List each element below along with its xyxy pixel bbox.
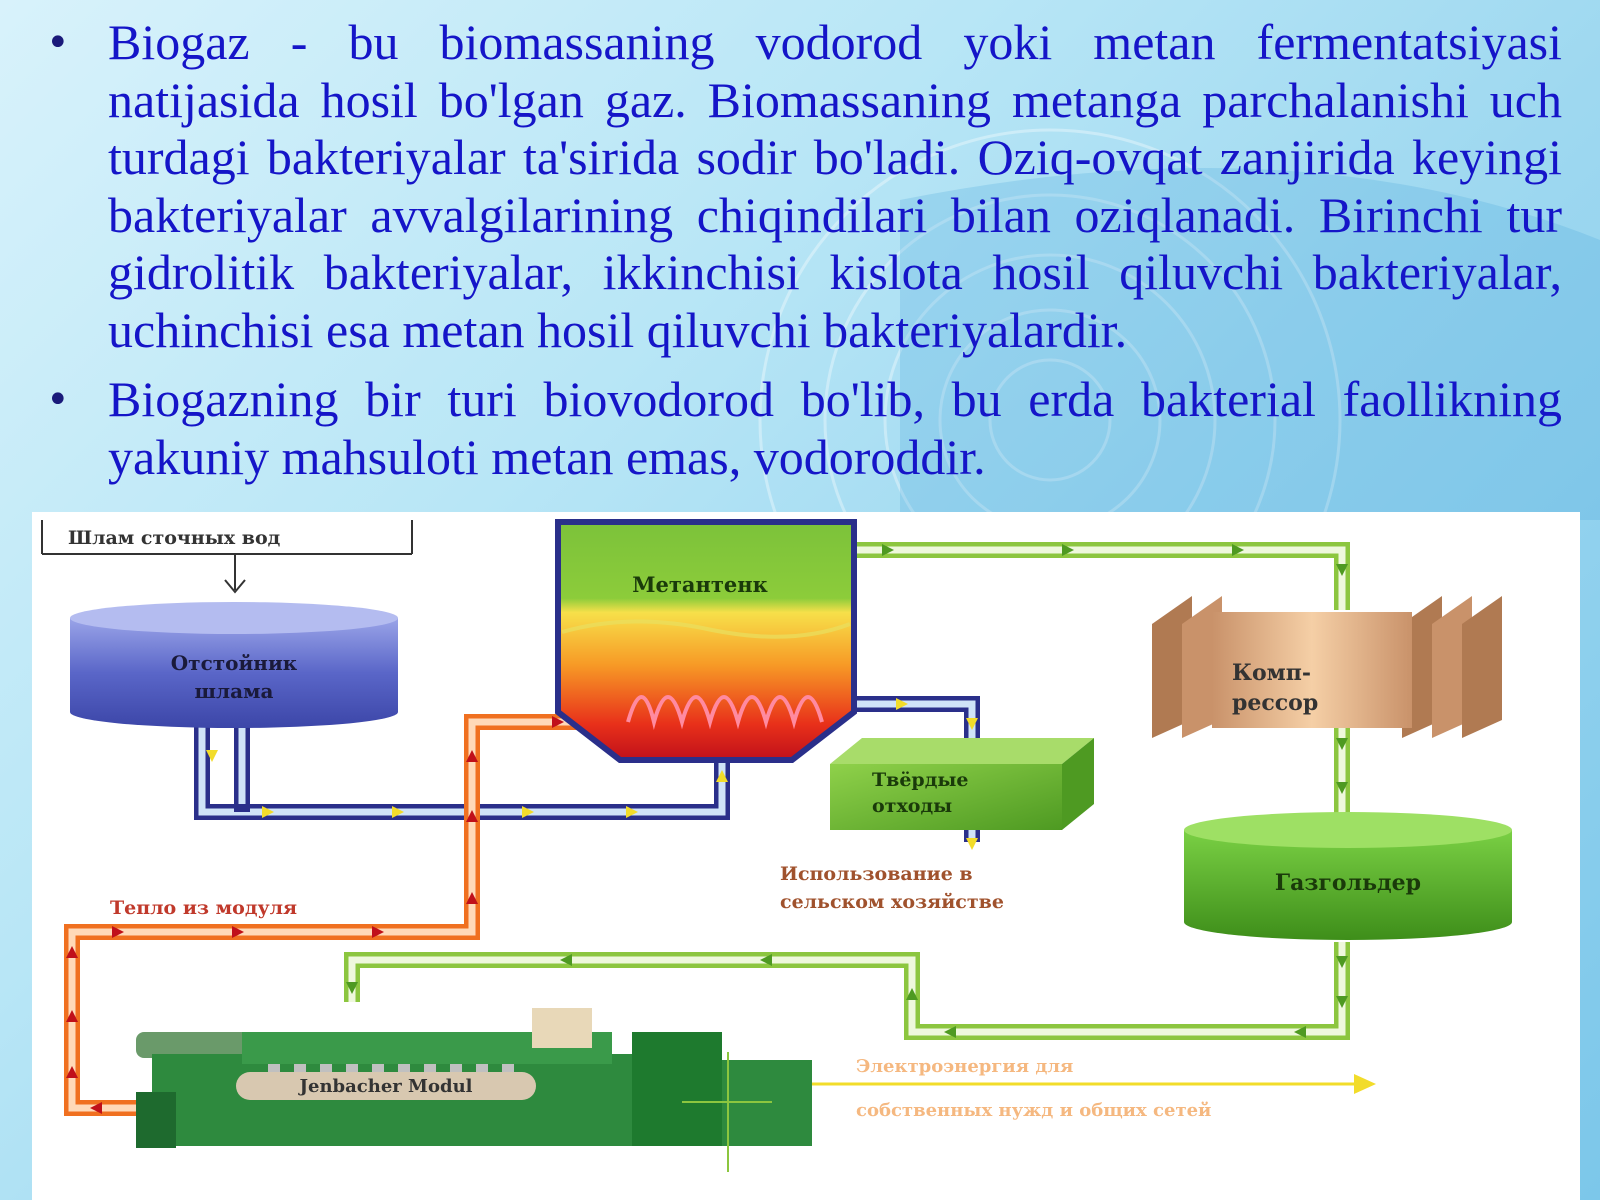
- agri-use-line2: сельском хозяйстве: [780, 891, 1004, 913]
- diagram-svg: Шлам сточных вод: [41, 519, 1512, 1172]
- arrow-down-icon: [224, 554, 246, 594]
- bullet-text-1: Biogaz - bu biomassaning vodorod yoki me…: [108, 14, 1562, 358]
- gasholder: Газгольдер: [1184, 812, 1512, 940]
- solid-waste-box: Твёрдые отходы: [830, 738, 1094, 830]
- sludge-input: Шлам сточных вод: [41, 520, 413, 594]
- sludge-settler: Отстойник шлама: [70, 602, 398, 728]
- flow-arrow-icon: [66, 544, 1348, 1114]
- sludge-input-label: Шлам сточных вод: [68, 527, 281, 549]
- solid-waste-label-line1: Твёрдые: [872, 769, 969, 791]
- bullet-item: • Biogaz - bu biomassaning vodorod yoki …: [40, 14, 1562, 359]
- digester-tank: Метантенк: [555, 519, 857, 763]
- compressor-label-line2: рессор: [1232, 690, 1318, 716]
- compressor: Комп- рессор: [1152, 596, 1502, 738]
- bullet-dot-icon: •: [46, 377, 70, 423]
- electricity-label-line2: собственных нужд и общих сетей: [856, 1100, 1211, 1121]
- bullet-list: • Biogaz - bu biomassaning vodorod yoki …: [40, 14, 1562, 498]
- bullet-dot-icon: •: [46, 20, 70, 66]
- electricity-label-line1: Электроэнергия для: [856, 1056, 1073, 1077]
- bullet-item: • Biogazning bir turi biovodorod bo'lib,…: [40, 371, 1562, 486]
- agri-use-line1: Использование в: [780, 863, 973, 885]
- module-label: Jenbacher Modul: [298, 1076, 473, 1097]
- electricity-output: Электроэнергия для собственных нужд и об…: [812, 1056, 1376, 1121]
- biogas-plant-diagram: Шлам сточных вод: [32, 512, 1580, 1200]
- settler-label-line2: шлама: [195, 679, 274, 703]
- bullet-text-2: Biogazning bir turi biovodorod bo'lib, b…: [108, 371, 1562, 485]
- engine-module: Jenbacher Modul: [136, 1008, 812, 1172]
- heat-pipes: [64, 714, 612, 1116]
- compressor-label-line1: Комп-: [1232, 660, 1311, 686]
- solid-waste-label-line2: отходы: [872, 795, 952, 817]
- settler-label-line1: Отстойник: [171, 651, 298, 675]
- agri-use-label: Использование в сельском хозяйстве: [780, 863, 1004, 913]
- arrow-right-icon: [1354, 1074, 1376, 1094]
- heat-label: Тепло из модуля: [110, 897, 297, 919]
- gasholder-label: Газгольдер: [1275, 870, 1421, 896]
- digester-label: Метантенк: [632, 572, 768, 597]
